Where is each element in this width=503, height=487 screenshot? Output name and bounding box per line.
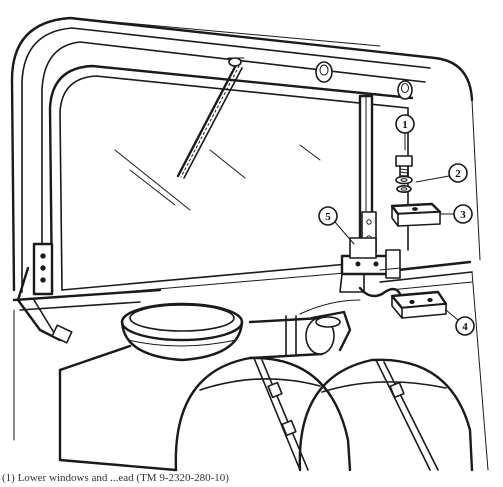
roof-bolts	[315, 61, 413, 100]
svg-text:1: 1	[402, 119, 408, 131]
svg-text:5: 5	[325, 211, 331, 223]
hose	[299, 286, 402, 315]
part-spacer-3	[390, 202, 442, 227]
callout-3: 3	[453, 204, 473, 224]
callout-5: 5	[318, 206, 338, 226]
leader-lines	[334, 131, 459, 321]
part-bracket-4	[390, 290, 448, 319]
left-hinge-bracket	[16, 242, 73, 344]
windshield-frame	[10, 16, 481, 293]
hinge-bracket-assembly	[339, 237, 401, 293]
svg-text:4: 4	[462, 321, 468, 333]
wiper-arm	[176, 57, 245, 179]
callout-2: 2	[448, 163, 468, 183]
part-screw-1	[395, 155, 413, 177]
figure-caption: (1) Lower windows and ...ead (TM 9-2320-…	[2, 472, 229, 484]
lower-cylinders	[58, 344, 474, 472]
svg-text:2: 2	[455, 168, 461, 180]
part-washer-2	[395, 175, 413, 194]
filler-assembly	[248, 310, 352, 360]
callout-4: 4	[455, 316, 475, 336]
svg-text:3: 3	[460, 209, 466, 221]
tank-cap	[120, 302, 244, 362]
callout-1: 1	[395, 114, 415, 134]
